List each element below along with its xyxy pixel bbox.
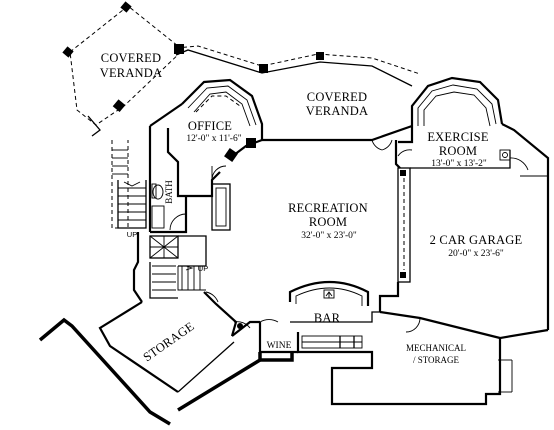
svg-text:32'-0" x 23'-0": 32'-0" x 23'-0"	[301, 231, 357, 241]
svg-text:ROOM: ROOM	[309, 215, 347, 229]
svg-text:OFFICE: OFFICE	[188, 119, 232, 133]
foundation-outline	[38, 317, 294, 426]
garage-label: 2 CAR GARAGE 20'-0" x 23'-6"	[430, 233, 523, 259]
svg-text:2 CAR GARAGE: 2 CAR GARAGE	[430, 233, 523, 247]
svg-text:ROOM: ROOM	[439, 144, 477, 158]
svg-text:COVERED: COVERED	[101, 51, 161, 65]
rec-cabinet	[211, 183, 231, 231]
bar-counter	[288, 280, 380, 323]
svg-text:20'-0" x 23'-6": 20'-0" x 23'-6"	[448, 249, 504, 259]
left-veranda-outline	[62, 1, 184, 137]
stair-up-label-left: UP	[127, 230, 137, 239]
bath-label: BATH	[164, 180, 174, 204]
svg-text:COVERED: COVERED	[307, 90, 367, 104]
bath-walls	[150, 183, 188, 234]
svg-text:EXERCISE: EXERCISE	[427, 130, 488, 144]
svg-text:/ STORAGE: / STORAGE	[413, 355, 460, 365]
storage-room	[98, 291, 260, 393]
top-veranda-outline	[174, 44, 421, 87]
office-label: OFFICE 12'-0" x 11'-6"	[186, 119, 241, 144]
stair-up-label-right: UP	[198, 264, 208, 273]
mechanical-room	[330, 310, 513, 406]
svg-text:MECHANICAL: MECHANICAL	[406, 343, 466, 353]
wine-label: WINE	[267, 341, 292, 351]
storage-label: STORAGE	[141, 319, 197, 364]
office-bay	[181, 78, 264, 140]
svg-text:VERANDA: VERANDA	[306, 104, 369, 118]
recreation-room-label: RECREATION ROOM 32'-0" x 23'-0"	[288, 201, 368, 241]
veranda-left-label: COVERED VERANDA	[100, 51, 163, 80]
svg-text:RECREATION: RECREATION	[288, 201, 368, 215]
office-walls	[166, 128, 263, 198]
svg-text:13'-0" x 13'-2": 13'-0" x 13'-2"	[431, 159, 487, 169]
garage-divider	[371, 126, 548, 312]
exercise-room-label: EXERCISE ROOM 13'-0" x 13'-2"	[427, 130, 488, 169]
bar-label: BAR	[314, 311, 341, 325]
interior-stair	[149, 235, 207, 299]
veranda-top-label: COVERED VERANDA	[306, 90, 369, 118]
exercise-bay	[410, 76, 504, 127]
svg-text:12'-0" x 11'-6": 12'-0" x 11'-6"	[186, 134, 241, 144]
left-exterior-stair	[111, 140, 147, 229]
mechanical-label: MECHANICAL / STORAGE	[406, 343, 466, 365]
svg-text:VERANDA: VERANDA	[100, 66, 163, 80]
